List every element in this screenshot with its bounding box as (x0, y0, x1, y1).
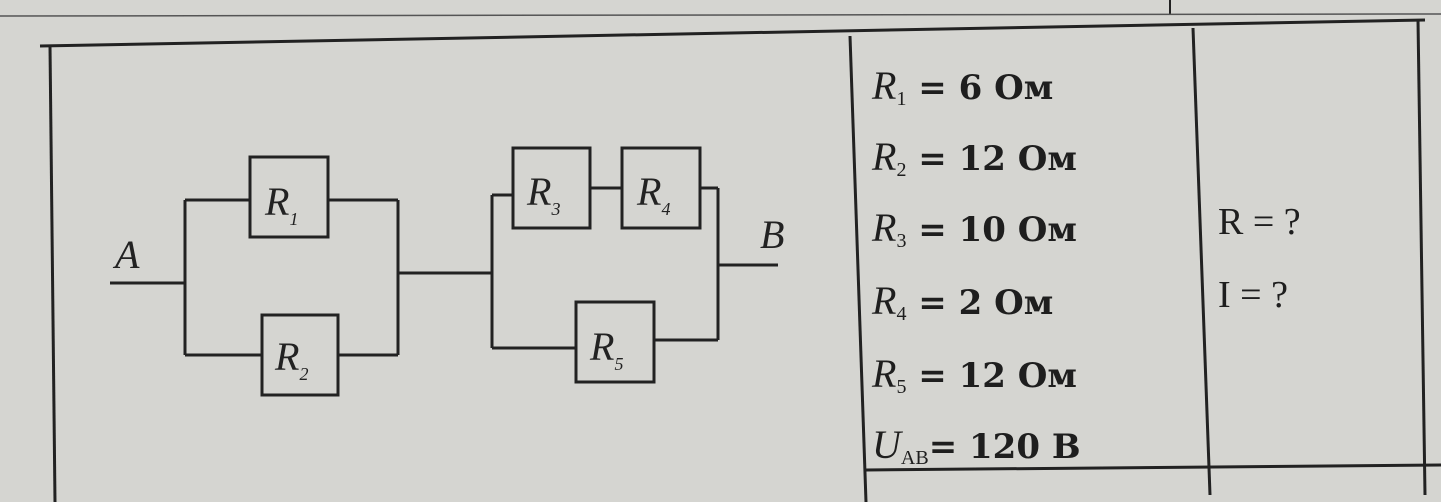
table-left-border (48, 45, 57, 502)
resistor-r3 (511, 146, 592, 230)
r2-label: R2 (274, 334, 308, 384)
given-r2: R2 = 12 Ом (872, 134, 1077, 181)
given-r4: R4 = 2 Ом (872, 278, 1054, 325)
given-voltage: UAB= 120 В (872, 422, 1081, 469)
resistor-r1 (248, 155, 330, 239)
r4-label: R4 (636, 169, 670, 219)
resistor-r2 (260, 313, 340, 397)
resistor-r5 (574, 300, 656, 384)
column-divider-2 (1191, 27, 1212, 496)
column-divider-1 (848, 35, 868, 502)
table-right-border (1416, 19, 1427, 496)
table-bottom-border (865, 463, 1441, 472)
circuit-diagram (110, 146, 778, 397)
find-current: I = ? (1218, 274, 1288, 316)
given-r5: R5 = 12 Ом (872, 351, 1077, 398)
r3-label: R3 (526, 169, 560, 219)
node-a-label: A (112, 232, 140, 277)
find-resistance: R = ? (1218, 201, 1301, 243)
node-b-label: B (760, 212, 784, 257)
r5-label: R5 (589, 324, 623, 374)
given-r1: R1 = 6 Ом (872, 63, 1054, 110)
table-top-border (39, 18, 1426, 48)
given-r3: R3 = 10 Ом (872, 205, 1077, 252)
r1-label: R1 (264, 179, 298, 229)
resistor-r4 (620, 146, 702, 230)
